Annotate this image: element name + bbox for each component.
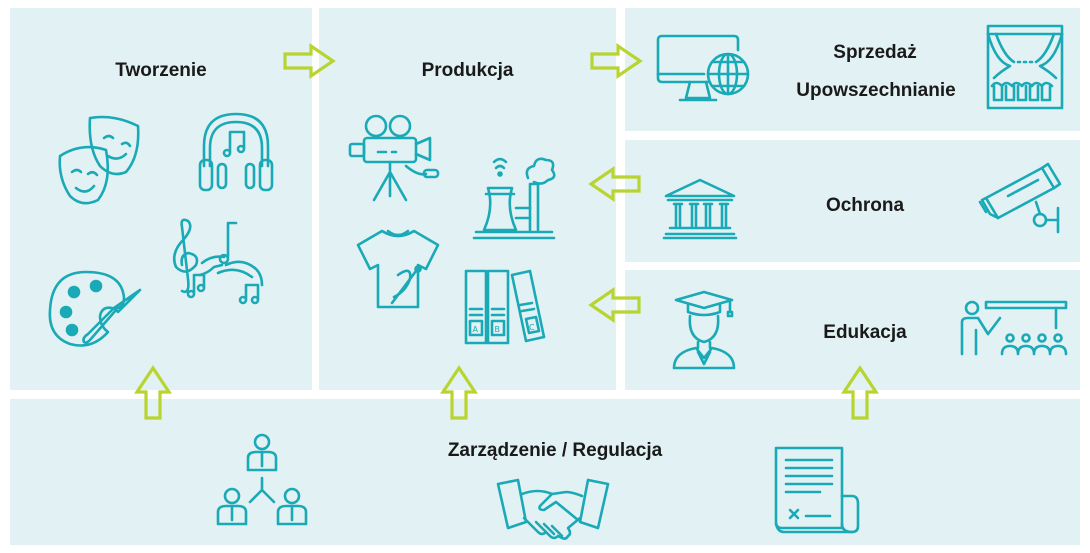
graduate-icon — [668, 288, 742, 370]
arrow-left-ochrona-produkcja — [588, 165, 641, 203]
title-ochrona: Ochrona — [825, 195, 905, 216]
org-chart-icon — [216, 430, 308, 534]
arrow-up-edukacja — [841, 365, 879, 420]
panel-produkcja — [319, 8, 616, 390]
arrow-right-tworzenie-produkcja — [283, 42, 336, 80]
svg-text:A: A — [473, 325, 479, 334]
t-shirt-icon — [352, 227, 446, 311]
theater-stage-icon — [984, 22, 1066, 112]
theater-masks-icon — [52, 112, 152, 212]
title-edukacja: Edukacja — [823, 322, 907, 343]
security-camera-icon — [978, 160, 1068, 236]
title-tworzenie: Tworzenie — [115, 60, 207, 81]
svg-text:B: B — [495, 325, 501, 334]
handshake-icon — [494, 478, 612, 548]
arrow-left-edukacja-produkcja — [588, 286, 641, 324]
paint-palette-icon — [44, 264, 144, 356]
title-sprzedaz: Sprzedaż — [833, 42, 917, 63]
arrow-up-produkcja — [440, 365, 478, 420]
classroom-icon — [958, 294, 1070, 360]
museum-icon — [662, 178, 738, 240]
binders-icon: A B C — [460, 265, 560, 345]
film-camera-icon — [346, 110, 446, 206]
title-produkcja: Produkcja — [421, 60, 514, 81]
panel-zarzadzenie — [10, 399, 1080, 545]
headphones-icon — [196, 108, 276, 196]
arrow-right-produkcja-sprzedaz — [590, 42, 643, 80]
contract-icon — [768, 444, 860, 536]
computer-globe-icon — [654, 32, 756, 106]
panel-tworzenie — [10, 8, 312, 390]
arrow-up-tworzenie — [134, 365, 172, 420]
title-zarzadzenie: Zarządzenie / Regulacja — [447, 440, 663, 461]
svg-text:C: C — [529, 323, 535, 332]
factory-icon — [468, 148, 558, 240]
music-notes-icon — [164, 215, 274, 305]
title-upowszechnianie: Upowszechnianie — [796, 80, 956, 101]
panel-edukacja — [625, 270, 1080, 390]
